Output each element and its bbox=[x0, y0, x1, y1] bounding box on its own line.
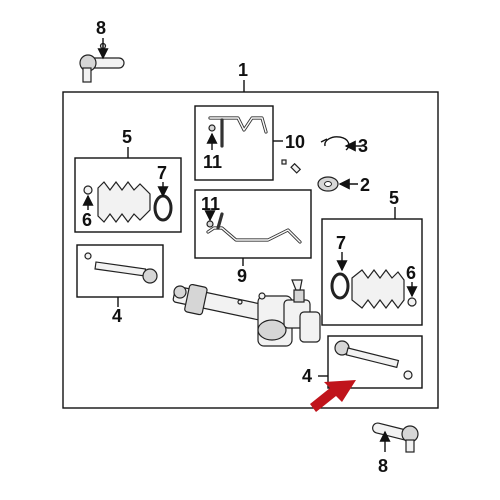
callout-8-bottom: 8 bbox=[378, 456, 388, 476]
callout-6-right: 6 bbox=[406, 263, 416, 283]
boot-left bbox=[97, 181, 151, 223]
callout-5-right: 5 bbox=[389, 188, 399, 208]
callout-7-left: 7 bbox=[157, 163, 167, 183]
assembly-frame bbox=[62, 91, 439, 409]
callout-5-left: 5 bbox=[122, 127, 132, 147]
outer-tie-rod-end-bottom bbox=[372, 422, 419, 453]
callout-10: 10 bbox=[285, 132, 305, 152]
line-fitting-small bbox=[281, 159, 302, 174]
box-line-9 bbox=[194, 189, 312, 259]
snap-ring-3 bbox=[320, 136, 350, 151]
callout-1: 1 bbox=[238, 60, 248, 80]
callout-6-left: 6 bbox=[82, 210, 92, 230]
callout-4-left: 4 bbox=[112, 306, 122, 326]
small-clamp-right bbox=[407, 297, 417, 307]
callout-4-right: 4 bbox=[302, 366, 312, 386]
callout-9: 9 bbox=[237, 266, 247, 286]
callout-8-top: 8 bbox=[96, 18, 106, 38]
inner-tie-rod-right bbox=[334, 340, 413, 380]
small-clamp-left bbox=[83, 185, 93, 195]
callout-11-mid: 11 bbox=[201, 194, 220, 214]
highlight-pointer-arrow bbox=[310, 380, 356, 412]
washer-2 bbox=[317, 176, 339, 192]
callout-7-right: 7 bbox=[336, 233, 346, 253]
clamp-right bbox=[330, 272, 350, 300]
outer-tie-rod-end-top bbox=[79, 42, 125, 83]
inner-tie-rod-left bbox=[84, 252, 158, 284]
boot-right bbox=[351, 269, 405, 309]
callout-11-top: 11 bbox=[203, 152, 222, 172]
callout-2: 2 bbox=[360, 175, 370, 195]
steering-gear-housing bbox=[172, 279, 321, 347]
callout-3: 3 bbox=[358, 136, 368, 156]
